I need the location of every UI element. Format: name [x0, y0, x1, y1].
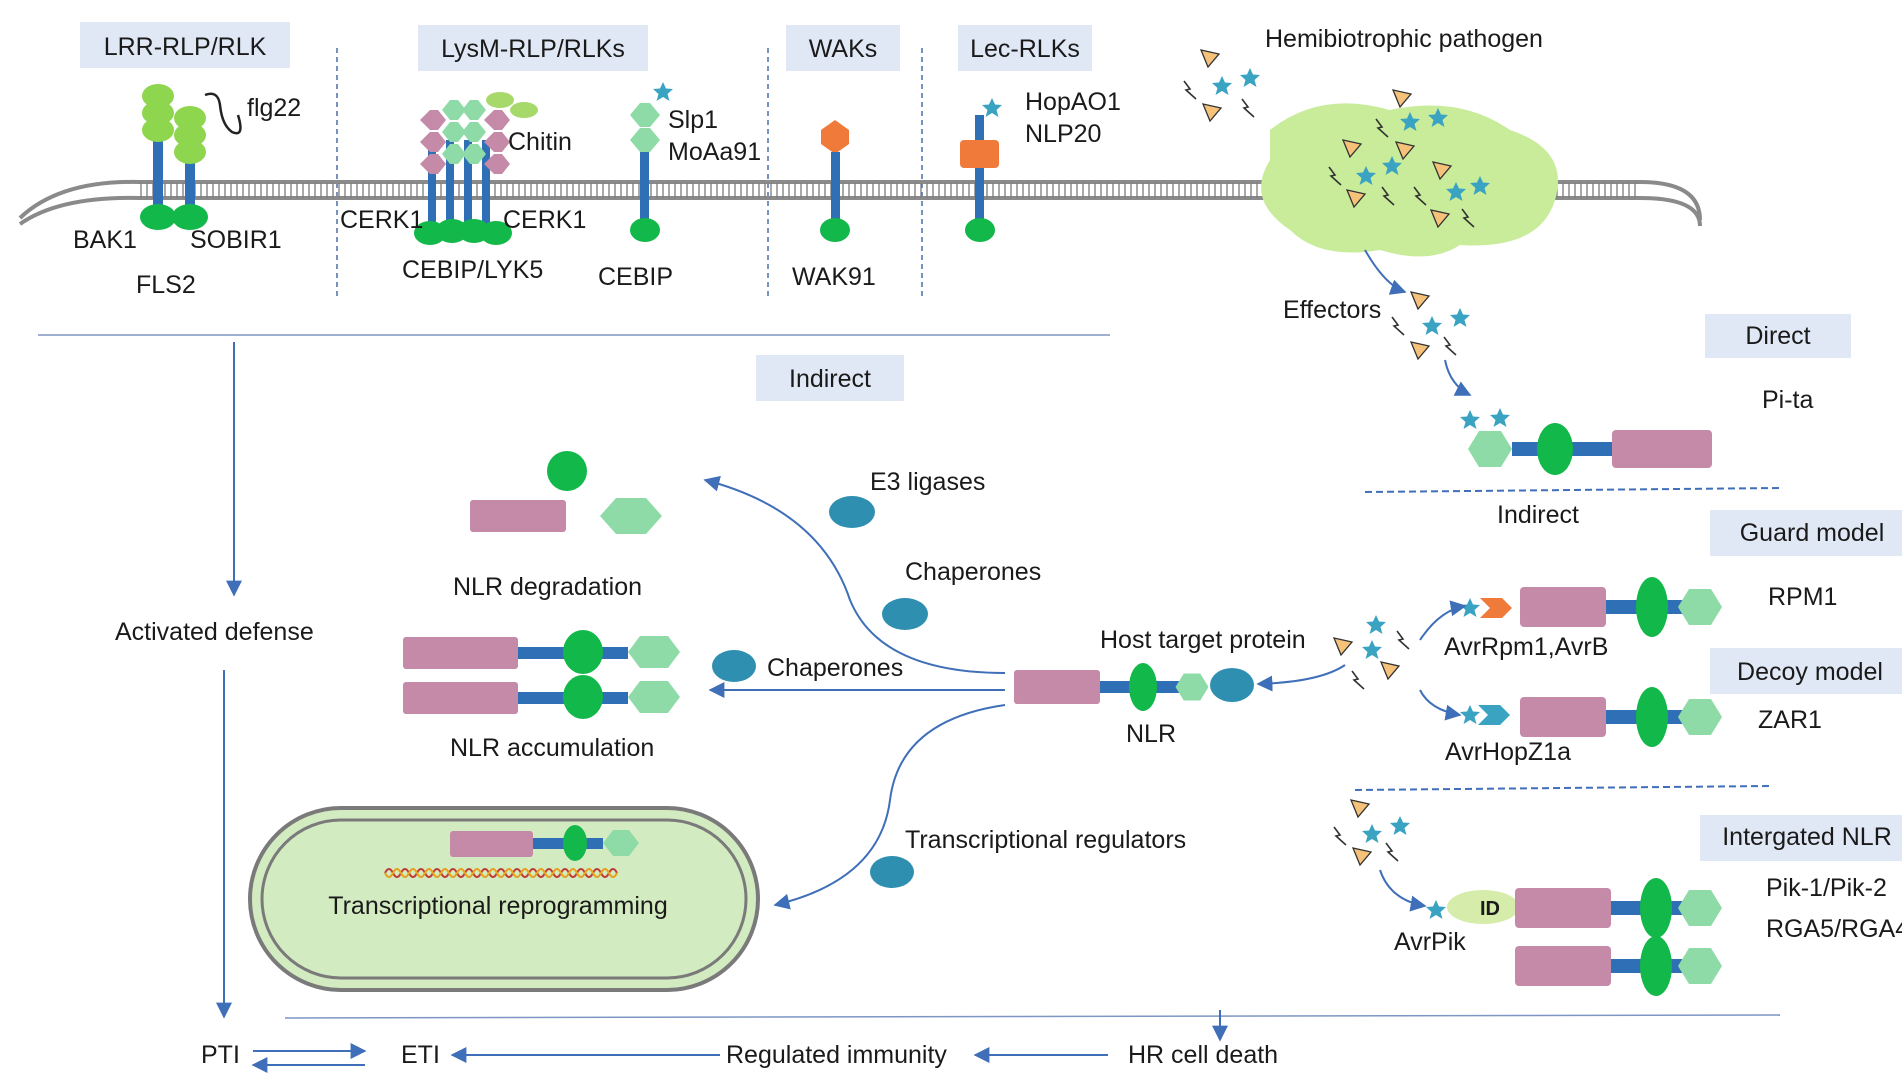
flg22-label: flg22	[247, 94, 301, 122]
zar1-label: ZAR1	[1758, 706, 1822, 734]
moaa91-label: MoAa91	[668, 138, 761, 166]
header-lysm: LysM-RLP/RLKs	[418, 25, 648, 71]
decoy-arrow	[1419, 689, 1462, 721]
avrhopz1a-label: AvrHopZ1a	[1445, 738, 1571, 766]
cerk1-left-label: CERK1	[340, 206, 423, 234]
divider	[1354, 785, 1771, 791]
guard-arrow	[1419, 600, 1467, 641]
host-target-label: Host target protein	[1100, 626, 1306, 654]
regulated-immunity-label: Regulated immunity	[726, 1041, 947, 1069]
transcriptional-reprogramming-label: Transcriptional reprogramming	[328, 892, 667, 920]
reprogramming-arrow	[773, 704, 1006, 910]
e3-ligases-label: E3 ligases	[870, 468, 985, 496]
lysm-receptor-complex	[414, 92, 538, 245]
degradation-arrow	[703, 475, 1006, 674]
svg-text:Direct: Direct	[1745, 322, 1810, 350]
rga-label: RGA5/RGA4	[1766, 915, 1902, 943]
guard-nlr	[1460, 577, 1722, 637]
nlr-degradation-fragments	[470, 451, 662, 534]
wak91-label: WAK91	[792, 263, 876, 291]
effectors-label: Effectors	[1283, 296, 1381, 324]
sobir1-label: SOBIR1	[190, 226, 282, 254]
nlp20-label: NLP20	[1025, 120, 1101, 148]
fls2-receptor	[140, 84, 242, 230]
svg-text:Decoy model: Decoy model	[1737, 658, 1883, 686]
integrated-nlr: ID	[1426, 878, 1722, 996]
e3-ligase-oval	[829, 496, 875, 528]
bak1-label: BAK1	[73, 226, 137, 254]
svg-text:Intergated NLR: Intergated NLR	[1722, 823, 1892, 851]
wak91-receptor	[820, 120, 850, 242]
decoy-nlr	[1460, 687, 1722, 747]
chaperone-oval	[882, 598, 928, 630]
header-indirect: Indirect	[756, 355, 904, 401]
header-lec: Lec-RLKs	[958, 25, 1092, 71]
nlr-degradation-label: NLR degradation	[453, 573, 642, 601]
cebip-receptor	[630, 82, 673, 242]
pik-label: Pik-1/Pik-2	[1766, 874, 1887, 902]
host-effectors	[1333, 615, 1410, 690]
svg-text:LRR-RLP/RLK: LRR-RLP/RLK	[104, 33, 267, 61]
svg-text:Lec-RLKs: Lec-RLKs	[970, 35, 1080, 63]
divider	[284, 1014, 1781, 1019]
effector-arrow	[1444, 359, 1472, 396]
header-direct: Direct	[1705, 314, 1851, 358]
integrated-arrow	[1379, 869, 1427, 912]
nucleus	[248, 806, 760, 992]
lec-rlk-receptor	[960, 98, 1002, 242]
header-lrr: LRR-RLP/RLK	[80, 22, 290, 68]
svg-text:ID: ID	[1480, 898, 1500, 920]
cebip-label: CEBIP	[598, 263, 673, 291]
transcriptional-regulator-oval	[870, 856, 914, 888]
rpm1-label: RPM1	[1768, 583, 1837, 611]
header-integrated-nlr: Intergated NLR	[1700, 815, 1902, 861]
effectors-cluster	[1391, 291, 1470, 360]
central-nlr	[1014, 663, 1254, 711]
header-guard-model: Guard model	[1710, 510, 1902, 556]
avrrpm1-label: AvrRpm1,AvrB	[1444, 633, 1608, 661]
nlr-accumulation	[403, 630, 680, 719]
header-decoy-model: Decoy model	[1710, 648, 1902, 694]
nlr-accumulation-label: NLR accumulation	[450, 734, 654, 762]
effector-arrow	[1364, 249, 1407, 295]
pi-ta-label: Pi-ta	[1762, 386, 1814, 414]
chitin-label: Chitin	[508, 128, 572, 156]
pathogen-cell	[1261, 103, 1558, 257]
activated-defense-label: Activated defense	[115, 618, 314, 646]
nlr-label: NLR	[1126, 720, 1176, 748]
chaperones-mid-label: Chaperones	[767, 654, 903, 682]
chaperone-oval	[712, 650, 756, 682]
svg-text:Guard model: Guard model	[1740, 519, 1885, 547]
transcriptional-regulators-label: Transcriptional regulators	[905, 826, 1186, 854]
svg-text:Indirect: Indirect	[789, 365, 871, 393]
direct-nlr	[1460, 408, 1712, 475]
pti-label: PTI	[201, 1041, 240, 1069]
slp1-label: Slp1	[668, 106, 718, 134]
divider	[1364, 487, 1781, 493]
hr-cell-death-label: HR cell death	[1128, 1041, 1278, 1069]
cerk1-right-label: CERK1	[503, 206, 586, 234]
chaperones-top-label: Chaperones	[905, 558, 1041, 586]
avrpik-label: AvrPik	[1394, 928, 1466, 956]
pathogen-label: Hemibiotrophic pathogen	[1265, 25, 1543, 53]
integrated-effectors	[1333, 799, 1410, 866]
svg-text:LysM-RLP/RLKs: LysM-RLP/RLKs	[441, 35, 625, 63]
eti-label: ETI	[401, 1041, 440, 1069]
cebip-lyk5-label: CEBIP/LYK5	[402, 256, 543, 284]
hopao1-label: HopAO1	[1025, 88, 1121, 116]
fls2-label: FLS2	[136, 271, 196, 299]
header-waks: WAKs	[786, 25, 900, 71]
direct-indirect-label: Indirect	[1497, 501, 1579, 529]
host-target-arrow	[1256, 664, 1346, 692]
svg-text:WAKs: WAKs	[809, 35, 878, 63]
